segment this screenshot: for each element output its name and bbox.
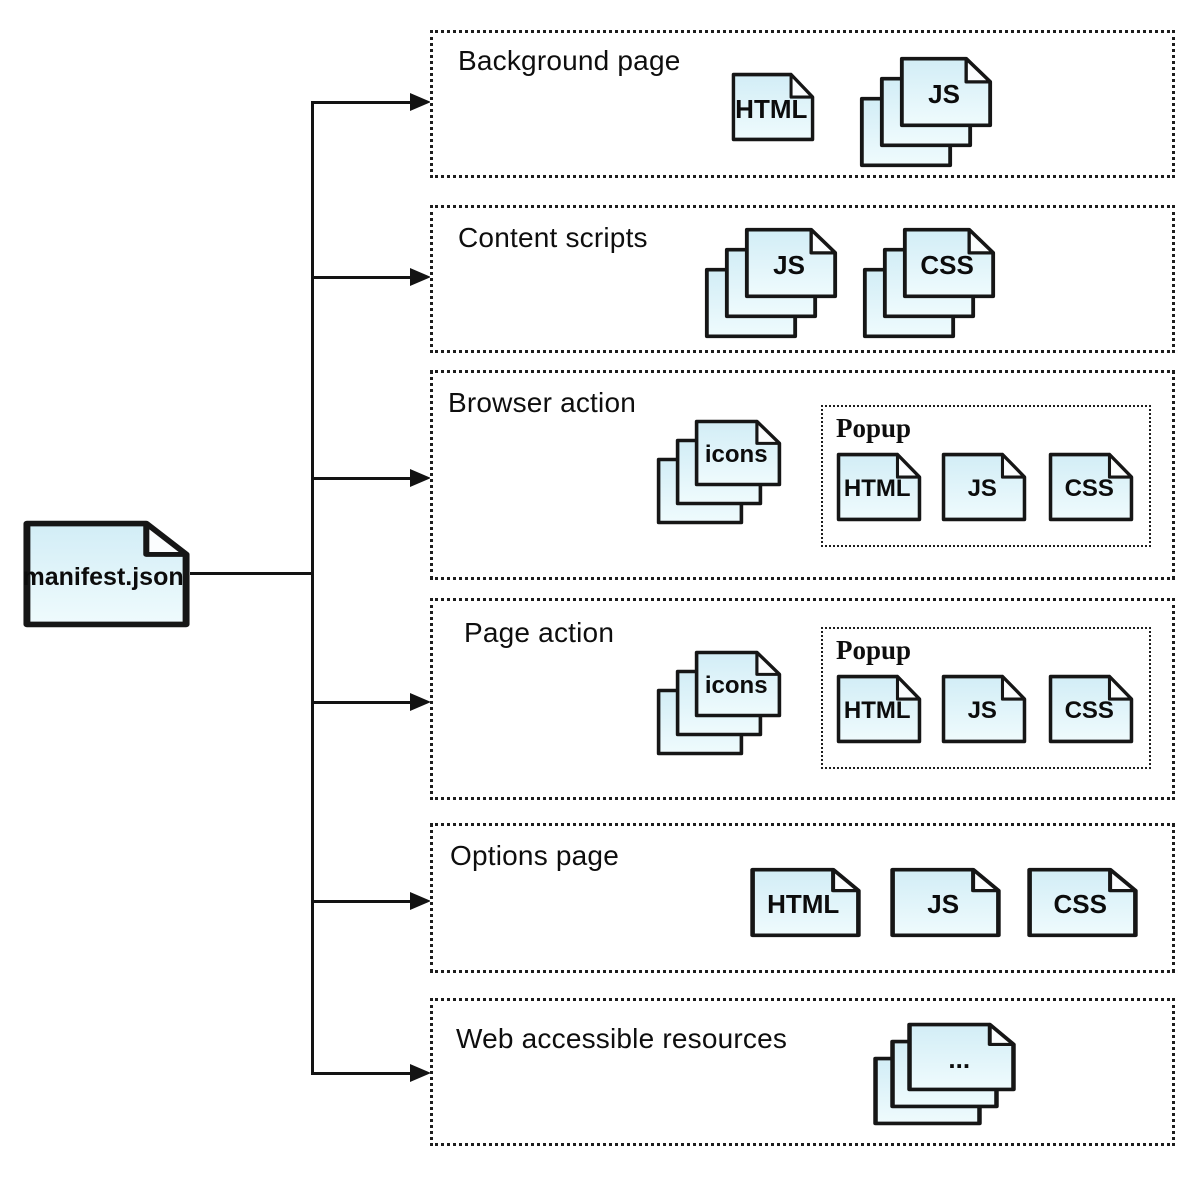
manifest-label: manifest.json: [22, 562, 184, 591]
file-label: icons: [704, 672, 768, 700]
section-background-page: Background page HTML JS: [430, 30, 1175, 178]
section-label: Options page: [450, 840, 619, 871]
file-js: JS: [940, 673, 1028, 745]
section-label: Content scripts: [458, 222, 648, 253]
file-html: HTML: [835, 451, 923, 523]
file-css: CSS: [1047, 673, 1135, 745]
file-label: JS: [773, 249, 805, 280]
section-page-action: Page action icons Popup HTML: [430, 598, 1175, 800]
file-label: HTML: [843, 475, 911, 503]
file-label: JS: [927, 889, 960, 920]
branch-line-browser-action: [311, 477, 411, 480]
stack-front: CSS: [901, 226, 997, 300]
arrow-icon-page-action: [410, 693, 431, 711]
popup-box: Popup HTML JS CSS: [821, 405, 1151, 547]
arrow-icon-content: [410, 268, 431, 286]
arrow-icon-web-accessible: [410, 1064, 431, 1082]
section-options-page: Options page HTML JS CSS: [430, 823, 1175, 973]
stack-front: icons: [693, 649, 783, 719]
stack-front: ...: [905, 1021, 1018, 1093]
stack-front: JS: [743, 226, 839, 300]
section-label: Page action: [464, 617, 615, 648]
document-icon: [23, 520, 190, 628]
trunk-line: [311, 101, 314, 1075]
file-label: JS: [928, 78, 960, 109]
file-html: HTML: [748, 866, 863, 939]
file-label: JS: [967, 475, 997, 503]
branch-line-background: [311, 101, 411, 104]
file-label: HTML: [735, 93, 808, 124]
file-stack-css: CSS: [861, 226, 997, 340]
stack-front: JS: [898, 55, 994, 129]
manifest-json-file: manifest.json: [20, 518, 193, 630]
stack-front: icons: [693, 418, 783, 488]
branch-line-content: [311, 276, 411, 279]
file-label: HTML: [767, 889, 840, 920]
file-label: CSS: [1053, 889, 1107, 920]
arrow-icon-background: [410, 93, 431, 111]
branch-line-page-action: [311, 701, 411, 704]
popup-label: Popup: [836, 413, 912, 443]
file-label: HTML: [843, 697, 911, 725]
file-css: CSS: [1047, 451, 1135, 523]
arrow-icon-browser-action: [410, 469, 431, 487]
section-label: Web accessible resources: [456, 1023, 788, 1054]
branch-line-web-accessible: [311, 1072, 411, 1075]
file-label: JS: [967, 697, 997, 725]
document-icon: [731, 72, 815, 142]
section-label: Browser action: [448, 387, 636, 418]
branch-line-options: [311, 900, 411, 903]
section-browser-action: Browser action icons Popup HTML: [430, 370, 1175, 580]
file-stack-icons: icons: [655, 418, 783, 526]
file-label: ...: [948, 1043, 971, 1074]
popup-box: Popup HTML JS CSS: [821, 627, 1151, 769]
file-html: HTML: [835, 673, 923, 745]
section-web-accessible-resources: Web accessible resources ...: [430, 998, 1175, 1146]
section-content-scripts: Content scripts JS: [430, 205, 1175, 353]
file-label: CSS: [1064, 475, 1114, 503]
file-label: CSS: [1064, 697, 1114, 725]
file-stack-resources: ...: [871, 1021, 1018, 1127]
file-js: JS: [888, 866, 1003, 939]
file-label: CSS: [920, 249, 974, 280]
file-js: JS: [940, 451, 1028, 523]
manifest-connector-line: [190, 572, 313, 575]
file-label: icons: [704, 441, 768, 469]
file-stack-js: JS: [858, 55, 994, 169]
arrow-icon-options: [410, 892, 431, 910]
file-html: HTML: [730, 71, 816, 143]
section-label: Background page: [458, 45, 681, 76]
file-css: CSS: [1025, 866, 1140, 939]
file-stack-js: JS: [703, 226, 839, 340]
popup-label: Popup: [836, 635, 912, 665]
file-stack-icons: icons: [655, 649, 783, 757]
